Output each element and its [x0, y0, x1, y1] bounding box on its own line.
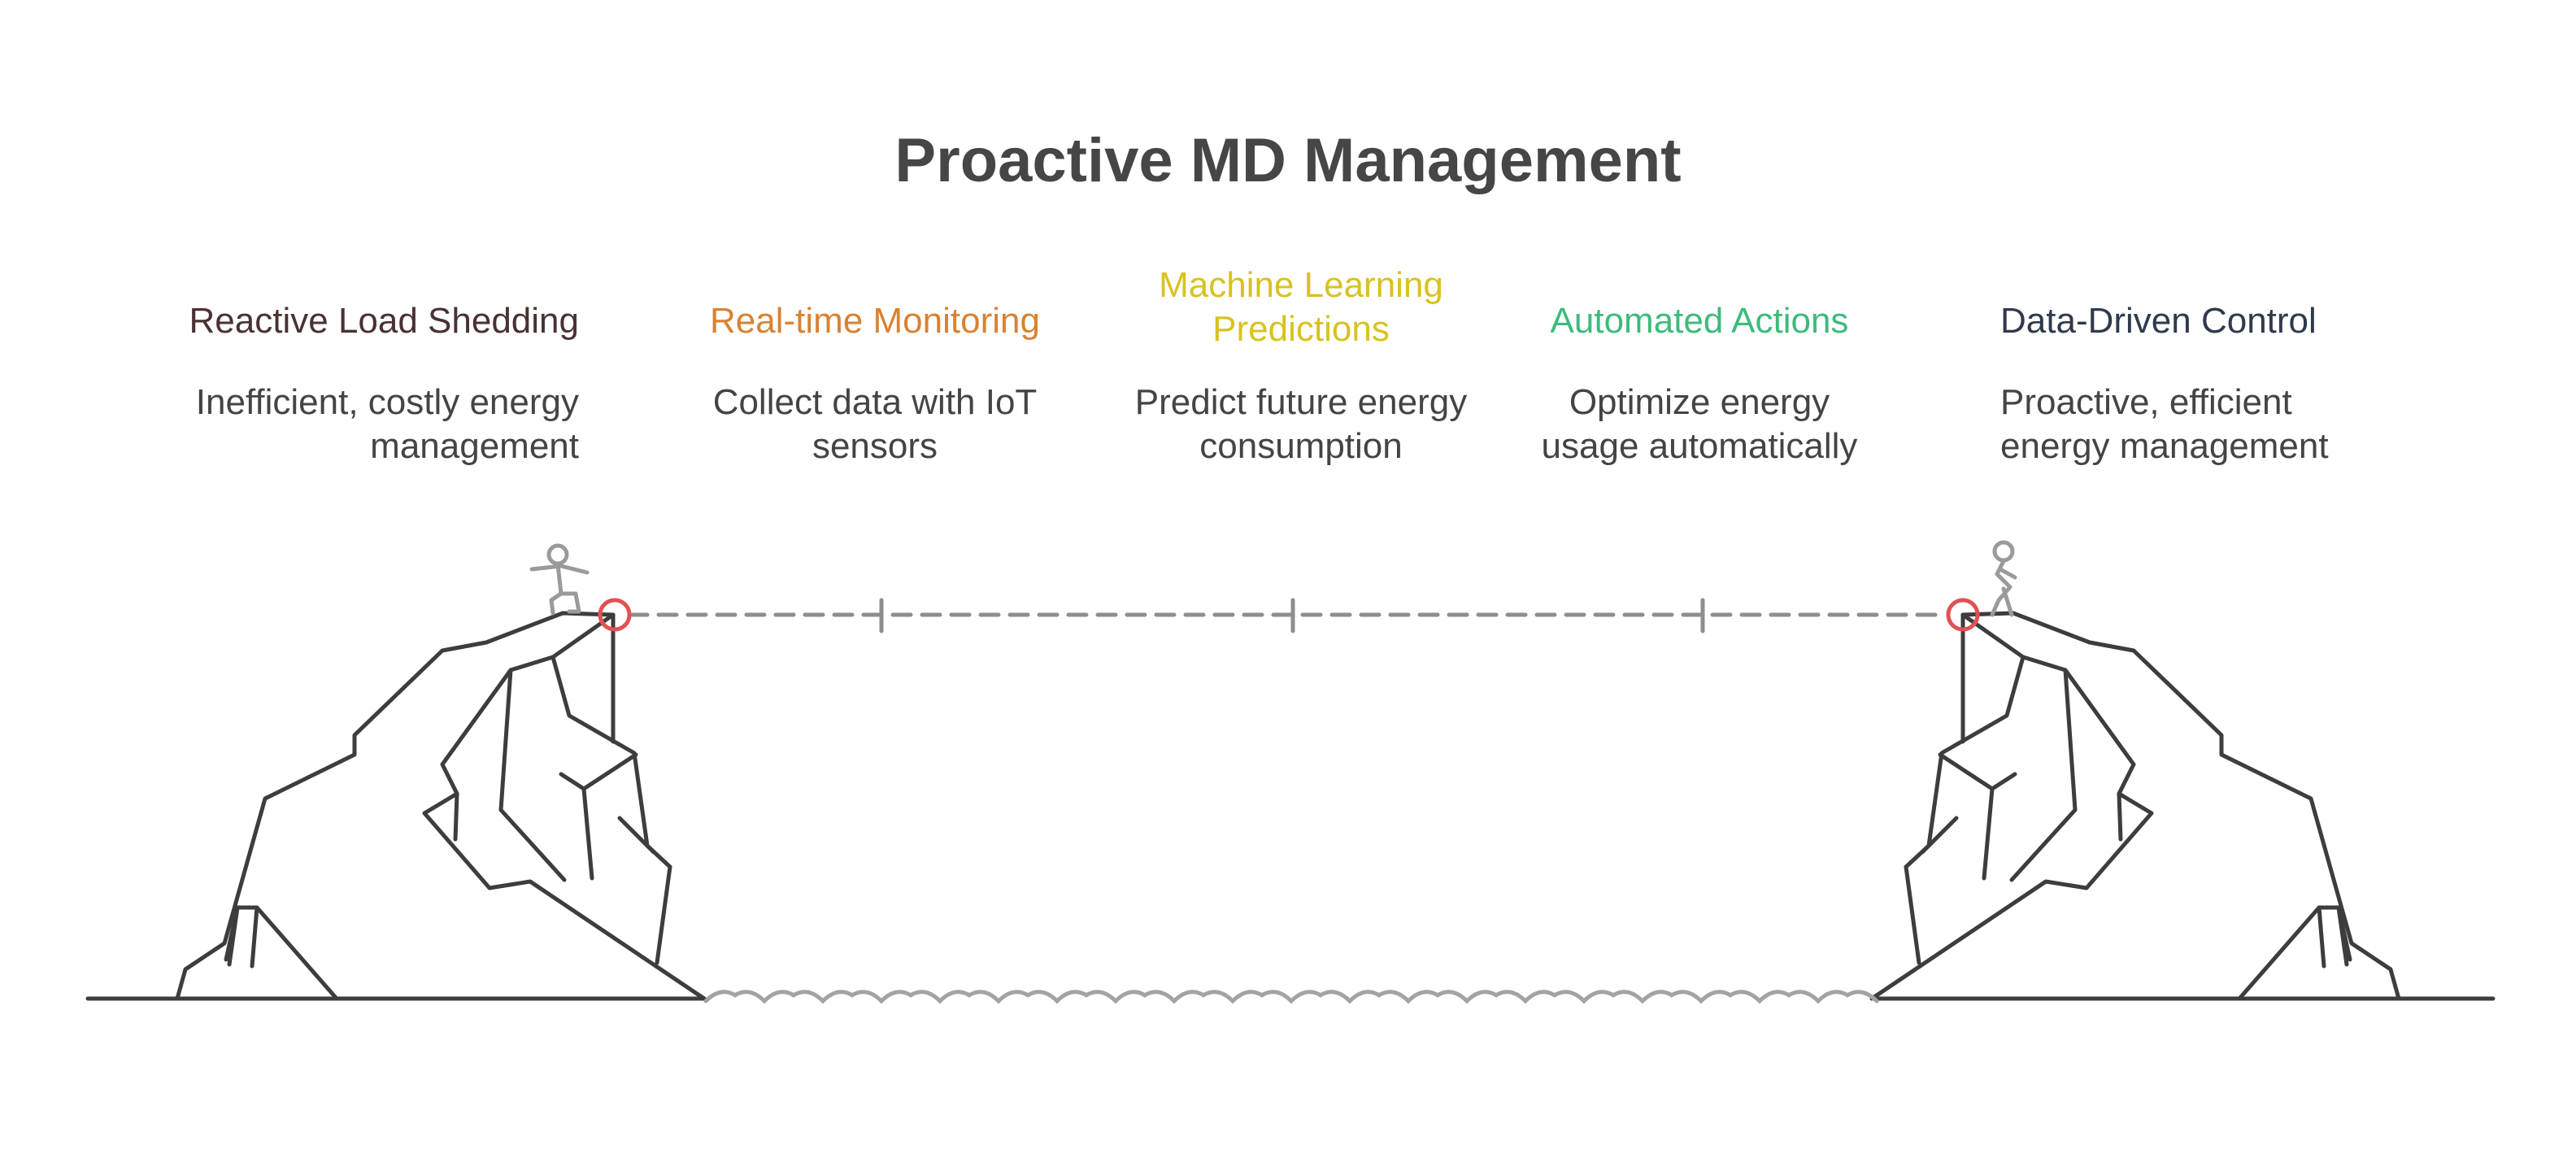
left-cliff-rock-crack-2 — [559, 772, 594, 881]
stage-4-description-line-1: Optimize energy — [1569, 382, 1830, 422]
left-cliff-rock-inner-1 — [422, 655, 707, 1001]
stage-5-description: Proactive, efficient energy management — [2000, 381, 2488, 468]
left-cliff-rock-inner-2 — [498, 668, 567, 882]
person-standing-icon — [1990, 540, 2017, 617]
stage-1-description-line-1: Inefficient, costly energy — [195, 382, 579, 422]
stage-4-label: Automated Actions — [1472, 299, 1927, 343]
stage-5-description-line-2: energy management — [2000, 426, 2329, 466]
left-cliff-base-crack-2 — [227, 905, 240, 967]
diagram-title: Proactive MD Management — [894, 126, 1682, 195]
stage-2-label: Real-time Monitoring — [647, 299, 1103, 343]
person-balancing-icon — [529, 543, 590, 616]
stage-1-label: Reactive Load Shedding — [124, 299, 579, 343]
stage-1-label-line-1: Reactive Load Shedding — [189, 301, 579, 341]
dashed-bridge — [627, 598, 1949, 633]
stage-4-label-line-1: Automated Actions — [1550, 301, 1849, 341]
stage-1-description: Inefficient, costly energy management — [124, 381, 579, 468]
stage-5-label: Data-Driven Control — [2000, 299, 2488, 343]
stage-3-label: Machine Learning Predictions — [1073, 263, 1529, 351]
left-cliff-base-crack — [250, 905, 259, 969]
end-point-circle-icon — [1946, 598, 1980, 632]
left-cliff-rock-crack-1 — [453, 791, 459, 842]
left-cliff-outline — [175, 611, 616, 1001]
stage-5-description-line-1: Proactive, efficient — [2000, 382, 2292, 422]
stage-3-label-line-1: Machine Learning — [1159, 265, 1443, 305]
stage-3-description: Predict future energy consumption — [1073, 381, 1529, 468]
stage-2-description-line-2: sensors — [812, 426, 938, 466]
left-cliff-icon — [175, 611, 707, 1001]
start-point-circle-icon — [598, 598, 632, 632]
stage-3-description-line-1: Predict future energy — [1134, 382, 1468, 422]
stage-5-label-line-1: Data-Driven Control — [2000, 301, 2317, 341]
stage-4-description: Optimize energy usage automatically — [1472, 381, 1927, 468]
stage-2-description-line-1: Collect data with IoT — [712, 382, 1038, 422]
left-cliff-rock-crack-4 — [617, 816, 656, 855]
stage-4-description-line-2: usage automatically — [1541, 426, 1858, 466]
stage-3-description-line-2: consumption — [1199, 426, 1403, 466]
stage-3-label-line-2: Predictions — [1212, 309, 1390, 349]
left-cliff-base-rock — [224, 905, 339, 1001]
water-waves — [703, 990, 1879, 1004]
stage-1-description-line-2: management — [370, 426, 579, 466]
stage-2-label-line-1: Real-time Monitoring — [710, 301, 1040, 341]
left-cliff-rock-crack-3 — [581, 752, 638, 791]
stage-2-description: Collect data with IoT sensors — [647, 381, 1103, 468]
right-cliff-icon — [1872, 613, 2399, 999]
